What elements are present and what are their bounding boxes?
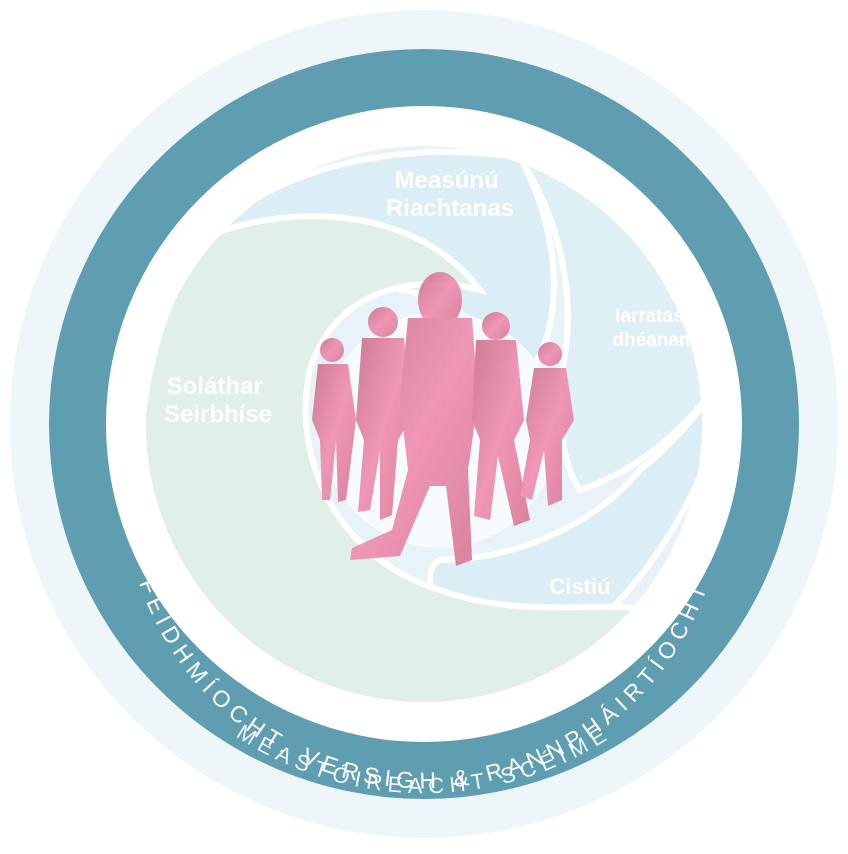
person-figure-1 bbox=[312, 338, 356, 502]
label-application: Iarratas a dhéanamh bbox=[612, 306, 707, 351]
person-figure-2 bbox=[356, 307, 410, 520]
person-figure-3 bbox=[350, 272, 478, 566]
people-silhouette-group bbox=[312, 272, 574, 566]
label-needs-assessment: Measúnú Riachtanas bbox=[386, 167, 514, 222]
label-service-provision: Soláthar Seirbhíse bbox=[164, 373, 272, 428]
person-figure-4 bbox=[472, 312, 530, 526]
person-figure-5 bbox=[520, 342, 574, 506]
label-funding: Cistiú bbox=[549, 574, 610, 599]
